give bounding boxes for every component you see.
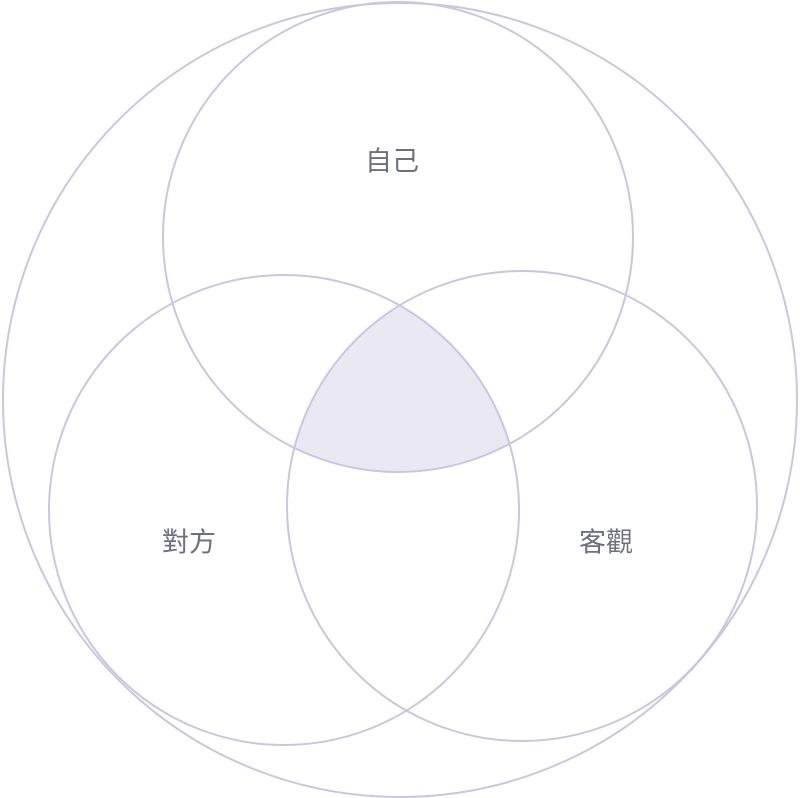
self-circle (162, 1, 634, 473)
objective-label: 客觀 (579, 528, 633, 559)
other-label: 對方 (162, 528, 216, 559)
objective-circle (286, 270, 758, 742)
self-label: 自己 (365, 147, 419, 178)
other-circle (48, 274, 520, 746)
center-overlap-region (287, 275, 519, 472)
